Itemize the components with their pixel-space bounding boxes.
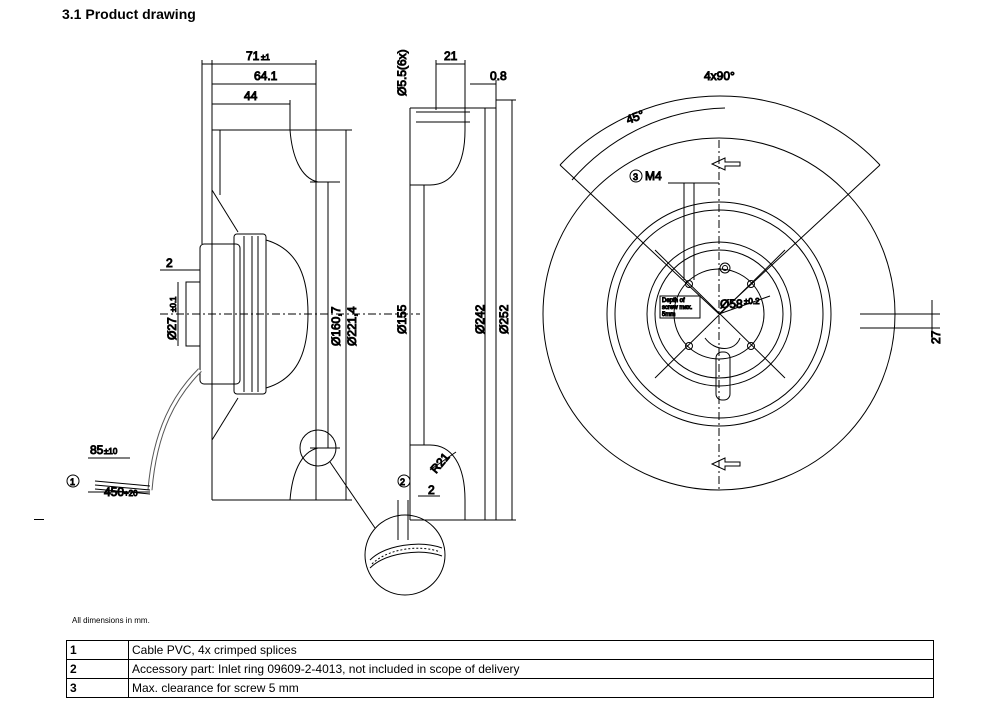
dim-08: 0.8: [490, 69, 507, 83]
dim-d58-tol: ±0.2: [744, 297, 760, 306]
dim-450-tol: +20: [124, 489, 138, 498]
inlet-ring-view: [409, 60, 516, 521]
dim-44: 44: [244, 89, 258, 103]
note-text: Max. clearance for screw 5 mm: [128, 678, 934, 698]
dim-r21: R21: [428, 450, 453, 476]
depth-note-3: 5mm: [662, 312, 675, 318]
callout-2: 2: [400, 477, 405, 487]
notes-table: 1 Cable PVC, 4x crimped splices 2 Access…: [66, 640, 934, 698]
depth-note-1: Depth of: [662, 298, 685, 304]
side-view: [88, 60, 420, 529]
dim-d155: Ø155: [395, 304, 409, 334]
note-number: 1: [66, 640, 129, 660]
callout-3: 3: [633, 172, 638, 182]
dim-27: 27: [929, 330, 943, 344]
note-text: Cable PVC, 4x crimped splices: [128, 640, 934, 660]
angle-45: 45°: [624, 107, 646, 126]
note-number: 2: [66, 659, 129, 679]
front-view: [542, 95, 940, 491]
dim-71-tol: ±1: [261, 53, 270, 62]
product-drawing: 71 ±1 64.1 44 2 Ø27 ±0.1 Ø160,7 Ø221,4 Ø…: [66, 49, 944, 596]
footnote: All dimensions in mm.: [72, 616, 150, 625]
dim-85: 85: [90, 443, 104, 457]
dim-d221: Ø221,4: [345, 306, 359, 346]
table-row: 3 Max. clearance for screw 5 mm: [66, 678, 934, 698]
table-row: 2 Accessory part: Inlet ring 09609-2-401…: [66, 659, 934, 679]
depth-note-2: screw max.: [662, 305, 693, 311]
dim-21: 21: [444, 49, 458, 63]
table-row: 1 Cable PVC, 4x crimped splices: [66, 640, 934, 660]
dim-71: 71: [246, 49, 260, 63]
dim-d242: Ø242: [473, 304, 487, 334]
callout-1: 1: [70, 477, 75, 487]
dim-d160: Ø160,7: [329, 306, 343, 346]
dim-d55: Ø5.5(6x): [395, 49, 409, 96]
dim-d27-tol: ±0.1: [169, 296, 178, 312]
section-title: 3.1 Product drawing: [62, 6, 196, 22]
dim-d27: Ø27: [165, 317, 179, 340]
detail-view: [364, 474, 446, 596]
dim-detail-2: 2: [428, 483, 435, 497]
note-number: 3: [66, 678, 129, 698]
dim-d252: Ø252: [497, 304, 511, 334]
dim-64: 64.1: [254, 69, 278, 83]
dim-450: 450: [104, 485, 124, 499]
dim-85-tol: ±10: [104, 447, 118, 456]
dim-d58: Ø58: [720, 297, 743, 311]
dim-2: 2: [166, 256, 173, 270]
note-text: Accessory part: Inlet ring 09609-2-4013,…: [128, 659, 934, 679]
thread-m4: M4: [645, 169, 662, 183]
margin-mark: [34, 519, 44, 520]
angle-4x90: 4x90°: [704, 69, 735, 83]
